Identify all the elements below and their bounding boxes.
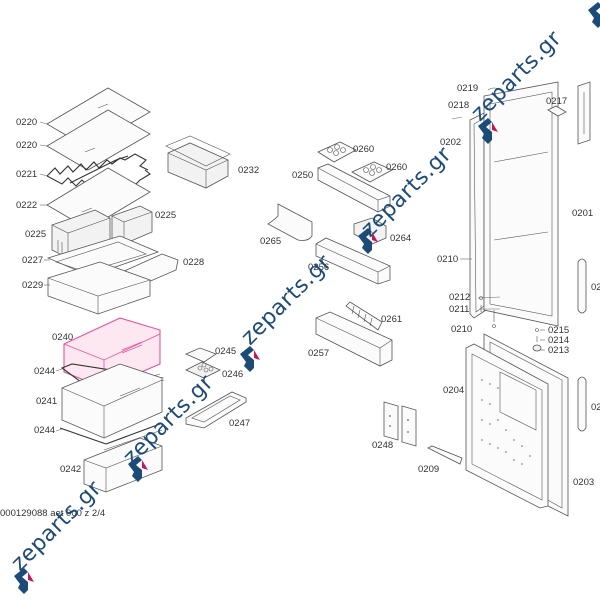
part-0225-crisper-right[interactable] — [111, 205, 153, 245]
watermark-text: zeparts.gr — [7, 476, 107, 576]
label-0225-a: 0225 — [25, 229, 46, 240]
part-0256-door-shelf[interactable] — [315, 237, 391, 285]
leader-lines — [39, 116, 545, 432]
watermark-logo-icon — [240, 346, 260, 372]
label-0257: 0257 — [308, 348, 329, 359]
label-0202: 0202 — [440, 137, 461, 148]
label-0212: 0212 — [449, 292, 470, 303]
label-0256: 0256 — [308, 262, 329, 273]
part-0257-door-shelf[interactable] — [315, 311, 393, 367]
label-0210-a: 0210 — [437, 254, 458, 265]
label-0232: 0232 — [238, 165, 259, 176]
part-0245-lid[interactable] — [185, 347, 217, 363]
label-0261: 0261 — [381, 314, 402, 325]
label-0206-a: 02 — [591, 282, 600, 293]
label-0242: 0242 — [60, 464, 81, 475]
part-0244-drawer-rail-b[interactable] — [59, 423, 163, 451]
part-0219-hinge-cover[interactable] — [487, 87, 501, 91]
part-0217-clip[interactable] — [547, 105, 567, 117]
label-0211: 0211 — [449, 304, 469, 315]
label-0246: 0246 — [222, 369, 243, 380]
part-0248-ice-packs[interactable] — [383, 401, 417, 447]
label-0214: 0214 — [548, 335, 569, 346]
label-0250: 0250 — [292, 170, 313, 181]
part-0241-freezer-drawer[interactable] — [61, 363, 163, 439]
label-0241: 0241 — [36, 396, 57, 407]
label-0213: 0213 — [548, 345, 569, 356]
label-0219: 0219 — [457, 83, 478, 94]
label-0210-b: 0210 — [451, 324, 472, 335]
part-0246-egg-tray[interactable] — [185, 361, 221, 379]
part-0216-handle-bracket[interactable] — [577, 81, 591, 145]
label-0222: 0222 — [16, 200, 37, 211]
part-0229-frame[interactable] — [47, 261, 151, 315]
label-0265: 0265 — [260, 236, 281, 247]
label-0227: 0227 — [22, 255, 43, 266]
label-0206-b: 02 — [591, 402, 600, 413]
part-0209-strip[interactable] — [427, 445, 463, 465]
watermark-logo-icon — [358, 228, 378, 254]
label-0220-b: 0220 — [16, 140, 37, 151]
part-0215-0213-hinge-parts[interactable] — [532, 328, 542, 352]
watermark-logo-icon — [128, 456, 148, 482]
part-0260-egg-holder-a[interactable] — [317, 141, 357, 163]
label-0201: 0201 — [572, 208, 593, 219]
label-0244-a: 0244 — [34, 366, 55, 377]
label-0260-b: 0260 — [386, 162, 407, 173]
part-0206-handle-upper[interactable] — [577, 258, 587, 314]
label-0217: 0217 — [546, 96, 567, 107]
part-0247-tray[interactable] — [185, 391, 247, 429]
part-0242-drawer[interactable] — [83, 437, 163, 493]
part-0206-handle-lower[interactable] — [577, 376, 587, 432]
label-0228: 0228 — [183, 257, 204, 268]
label-0244-b: 0244 — [34, 425, 55, 436]
label-0203: 0203 — [573, 477, 594, 488]
part-0201-fridge-door[interactable] — [483, 81, 559, 327]
label-0220-a: 0220 — [16, 117, 37, 128]
part-0232-box[interactable] — [165, 135, 231, 189]
part-0260-egg-holder-b[interactable] — [351, 161, 393, 183]
label-0218: 0218 — [448, 100, 469, 111]
part-0204-door-gasket-lower[interactable] — [465, 343, 549, 509]
label-0248: 0248 — [372, 440, 393, 451]
label-0215: 0215 — [548, 325, 569, 336]
part-0250-door-shelf[interactable] — [317, 163, 391, 213]
label-0260-a: 0260 — [353, 144, 374, 155]
label-0247: 0247 — [229, 418, 250, 429]
label-0221: 0221 — [16, 169, 37, 180]
watermark-logo-icon — [478, 118, 498, 144]
part-0265-shelf-divider[interactable] — [267, 203, 313, 241]
part-0220-glass-shelf-2[interactable] — [46, 109, 151, 171]
label-0264: 0264 — [390, 233, 411, 244]
label-0225-b: 0225 — [155, 210, 176, 221]
watermark-logo-icon — [588, 2, 600, 28]
label-0229: 0229 — [22, 280, 43, 291]
label-0204: 0204 — [443, 385, 464, 396]
label-0245: 0245 — [215, 346, 236, 357]
footer-reference: 000129088 aet 000 z 2/4 — [0, 508, 105, 519]
part-0261-shelf-rail[interactable] — [345, 301, 383, 331]
label-0209: 0209 — [418, 464, 439, 475]
label-0240: 0240 — [52, 332, 73, 343]
watermark-logo-icon — [14, 568, 34, 594]
